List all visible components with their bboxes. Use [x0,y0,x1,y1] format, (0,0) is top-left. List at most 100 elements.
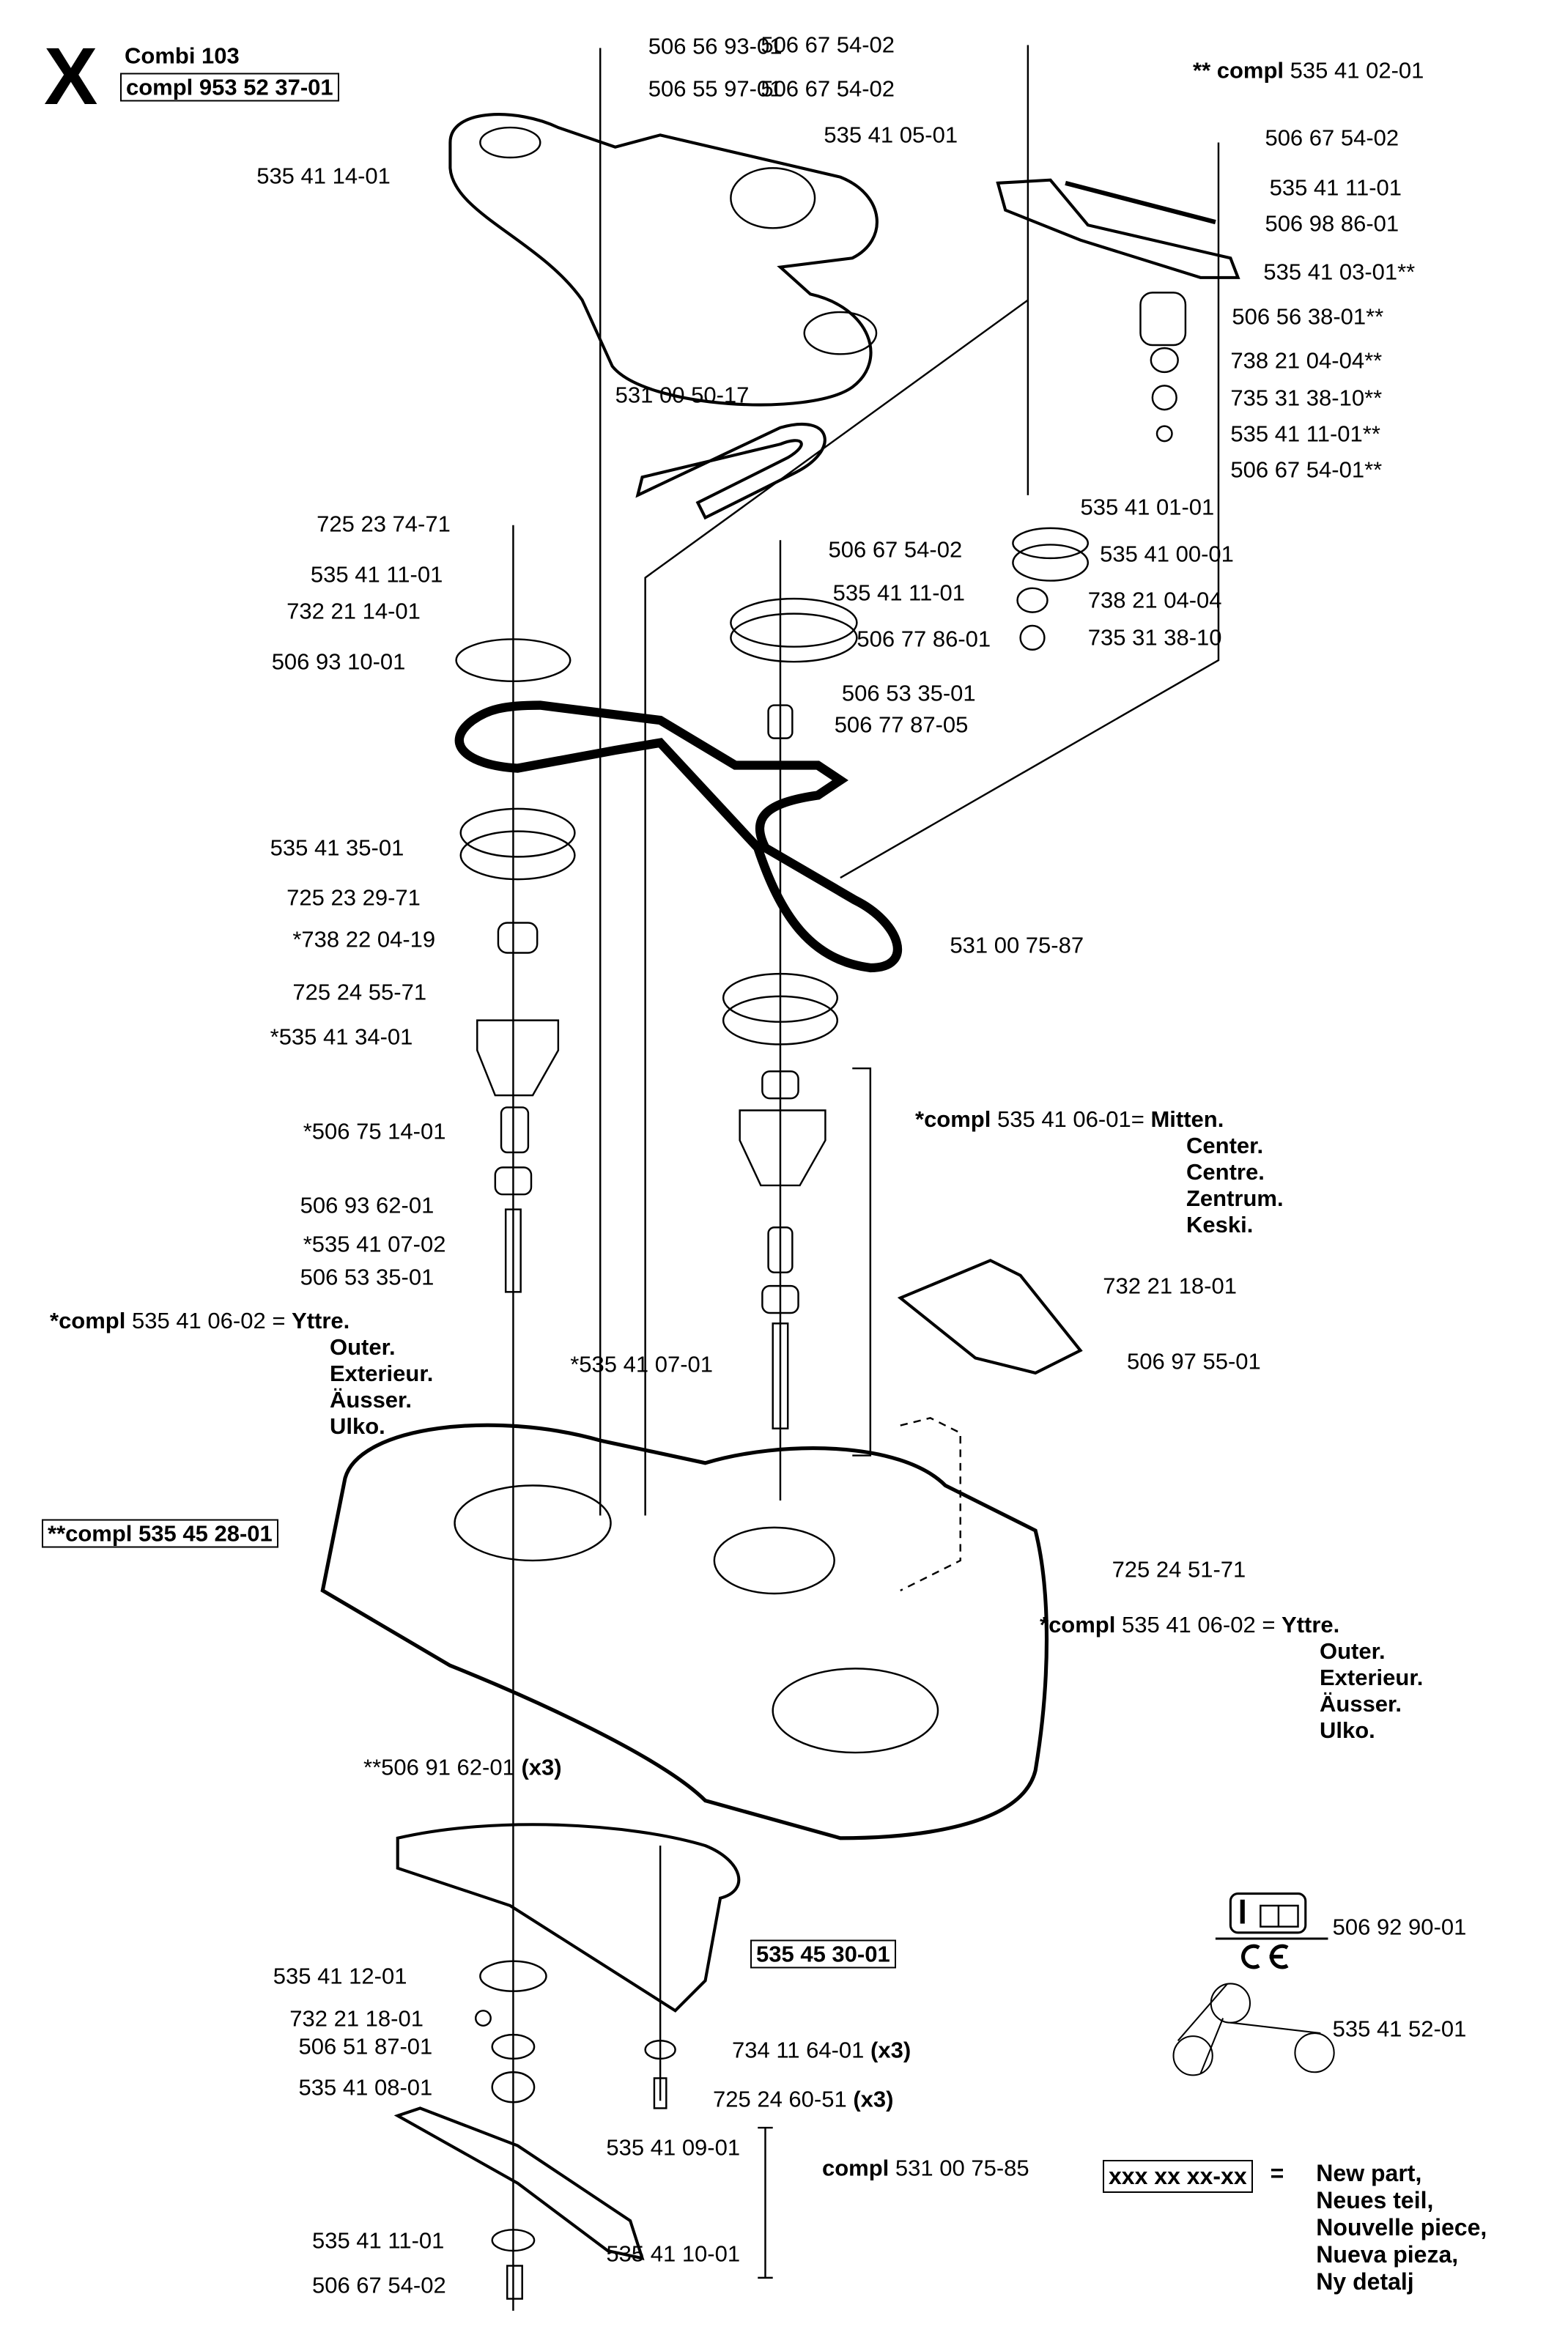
part-number-label: 506 67 54-01** [1230,456,1383,483]
tensioner-arm [996,178,1240,279]
group-line: Yttre. [292,1308,350,1333]
part-number-label: 506 77 86-01 [857,626,991,652]
group-line: Äusser. [1320,1691,1402,1717]
group-bracket [852,1067,872,1457]
part-number-label: 535 41 01-01 [1080,494,1215,520]
part-number-label: 531 00 50-17 [615,382,750,408]
part-number-label: 506 56 93-01 [648,33,783,59]
part-number-label: 535 41 00-01 [1100,541,1234,567]
group-line: Center. [1186,1133,1264,1158]
legend-pattern: xxx xx xx-xx [1103,2160,1253,2193]
axis-line [840,473,1220,879]
bracket-506-97-55-01 [897,1259,1083,1375]
group-line: Ulko. [1320,1717,1375,1743]
legend-line: New part, [1316,2160,1422,2186]
part-number-label: 735 31 38-10 [1087,624,1222,651]
spring [1065,180,1216,225]
group-prefix: *compl [915,1106,991,1132]
group-number: 535 41 06-01= [996,1106,1144,1132]
group-blade: compl 531 00 75-85 [822,2157,1029,2180]
new-part-legend: xxx xx xx-xx= New part, Neues teil, Nouv… [1103,2160,1487,2295]
part-number: 725 24 60-51 [713,2086,847,2112]
group-center: *compl 535 41 06-01= Mitten. Center. Cen… [915,1106,1284,1238]
part-number-label: 738 21 04-04 [1087,587,1222,613]
part-number-label: 735 31 38-10** [1230,385,1383,411]
part-number-label: *535 41 07-01 [570,1351,714,1377]
group-line: Mitten. [1150,1106,1224,1132]
part-number-label: 535 41 11-01** [1230,421,1380,447]
group-line: Exterieur. [330,1361,434,1386]
model-compl: compl 953 52 37-01 [120,73,339,102]
group-prefix: *compl [1040,1612,1116,1638]
legend-line: Nueva pieza, [1316,2241,1459,2268]
ce-mark-icon [1241,1944,1289,1969]
group-number: 531 00 75-85 [895,2155,1029,2181]
part-number-label: 535 41 52-01 [1332,2016,1467,2042]
part-number-label: *506 75 14-01 [303,1118,446,1144]
part-number-label: 738 21 04-04** [1230,347,1383,374]
part-number: 734 11 64-01 [732,2037,865,2063]
legend-line: Ny detalj [1316,2268,1414,2295]
part-number-label: 725 24 55-71 [292,979,427,1005]
part-number-label: 506 67 54-02 [1265,125,1399,151]
part-number-label: 531 00 75-87 [950,932,1084,958]
part-number-label: *535 41 34-01 [270,1024,413,1050]
section-letter: X [44,32,98,122]
group-prefix: *compl [50,1308,126,1333]
part-number-label: 506 67 54-02 [761,32,895,58]
belt-531-00-75-87 [454,700,903,973]
compl-prefix: ** compl [1193,57,1284,84]
group-number: 535 41 06-02 = [131,1308,286,1333]
part-number-label: 535 41 11-01 [1269,174,1402,201]
part-number-label: 732 21 18-01 [1103,1273,1237,1299]
quantity: (x3) [521,1754,562,1780]
part-number-label: 506 67 54-02 [828,536,963,563]
qty-label: 725 24 60-51 (x3) [713,2088,893,2111]
quantity: (x3) [870,2037,911,2063]
part-number-label: 535 41 11-01 [311,2227,445,2254]
part-number-label: 732 21 18-01 [289,2005,424,2032]
part-number-label: *738 22 04-19 [292,926,436,952]
part-number-label: 535 41 11-01 [310,561,443,588]
group-outer-left: *compl 535 41 06-02 = Yttre. Outer. Exte… [50,1308,433,1440]
belt-routing-icon [1172,1983,1335,2076]
part-number-label: 506 53 35-01 [841,680,976,706]
model-name: Combi 103 [125,42,240,69]
group-number: 535 41 06-02 = [1121,1612,1276,1638]
part-number-label: 506 53 35-01 [300,1264,434,1290]
group-outer-right: *compl 535 41 06-02 = Yttre. Outer. Exte… [1040,1612,1423,1744]
top-cover [448,113,879,407]
group-line: Yttre. [1282,1612,1340,1638]
part-number-label: 506 56 38-01** [1232,303,1384,330]
part-number-label: 535 41 10-01 [606,2240,741,2267]
top-right-compl: ** compl 535 41 02-01 [1193,59,1424,82]
part-number-label: 506 93 10-01 [271,648,406,675]
group-line: Outer. [330,1334,396,1360]
group-prefix: compl [822,2155,890,2181]
blade-guard [396,1823,741,2013]
part-number-label: 535 41 14-01 [256,163,391,189]
part-number-label: 535 41 05-01 [824,122,958,148]
part-number-label: 506 93 62-01 [300,1192,434,1218]
part-number-label: *535 41 07-02 [303,1231,446,1257]
part-number-label: 506 98 86-01 [1265,210,1399,237]
compl-number: 535 41 02-01 [1290,57,1424,84]
blade [393,2106,645,2260]
part-number-label: 535 41 11-01 [832,580,966,606]
part-number-label: 506 77 87-05 [834,711,969,738]
qty-label: 734 11 64-01 (x3) [732,2039,911,2062]
part-number-label: 506 55 97-01 [648,75,783,102]
part-number-label: 506 92 90-01 [1332,1914,1467,1940]
group-line: Outer. [1320,1638,1386,1664]
axis-line [644,299,1029,1516]
mower-deck [320,1423,1049,1840]
legend-line: Neues teil, [1316,2187,1434,2213]
part-number-label: 535 41 03-01** [1263,259,1416,285]
part-number-label: 725 23 74-71 [317,511,451,537]
group-line: Centre. [1186,1159,1265,1185]
legend-line: Nouvelle piece, [1316,2214,1487,2240]
part-number-label: 725 23 29-71 [286,884,421,911]
belt-531-00-50-17 [635,422,826,520]
part-number: **506 91 62-01 [363,1754,515,1780]
